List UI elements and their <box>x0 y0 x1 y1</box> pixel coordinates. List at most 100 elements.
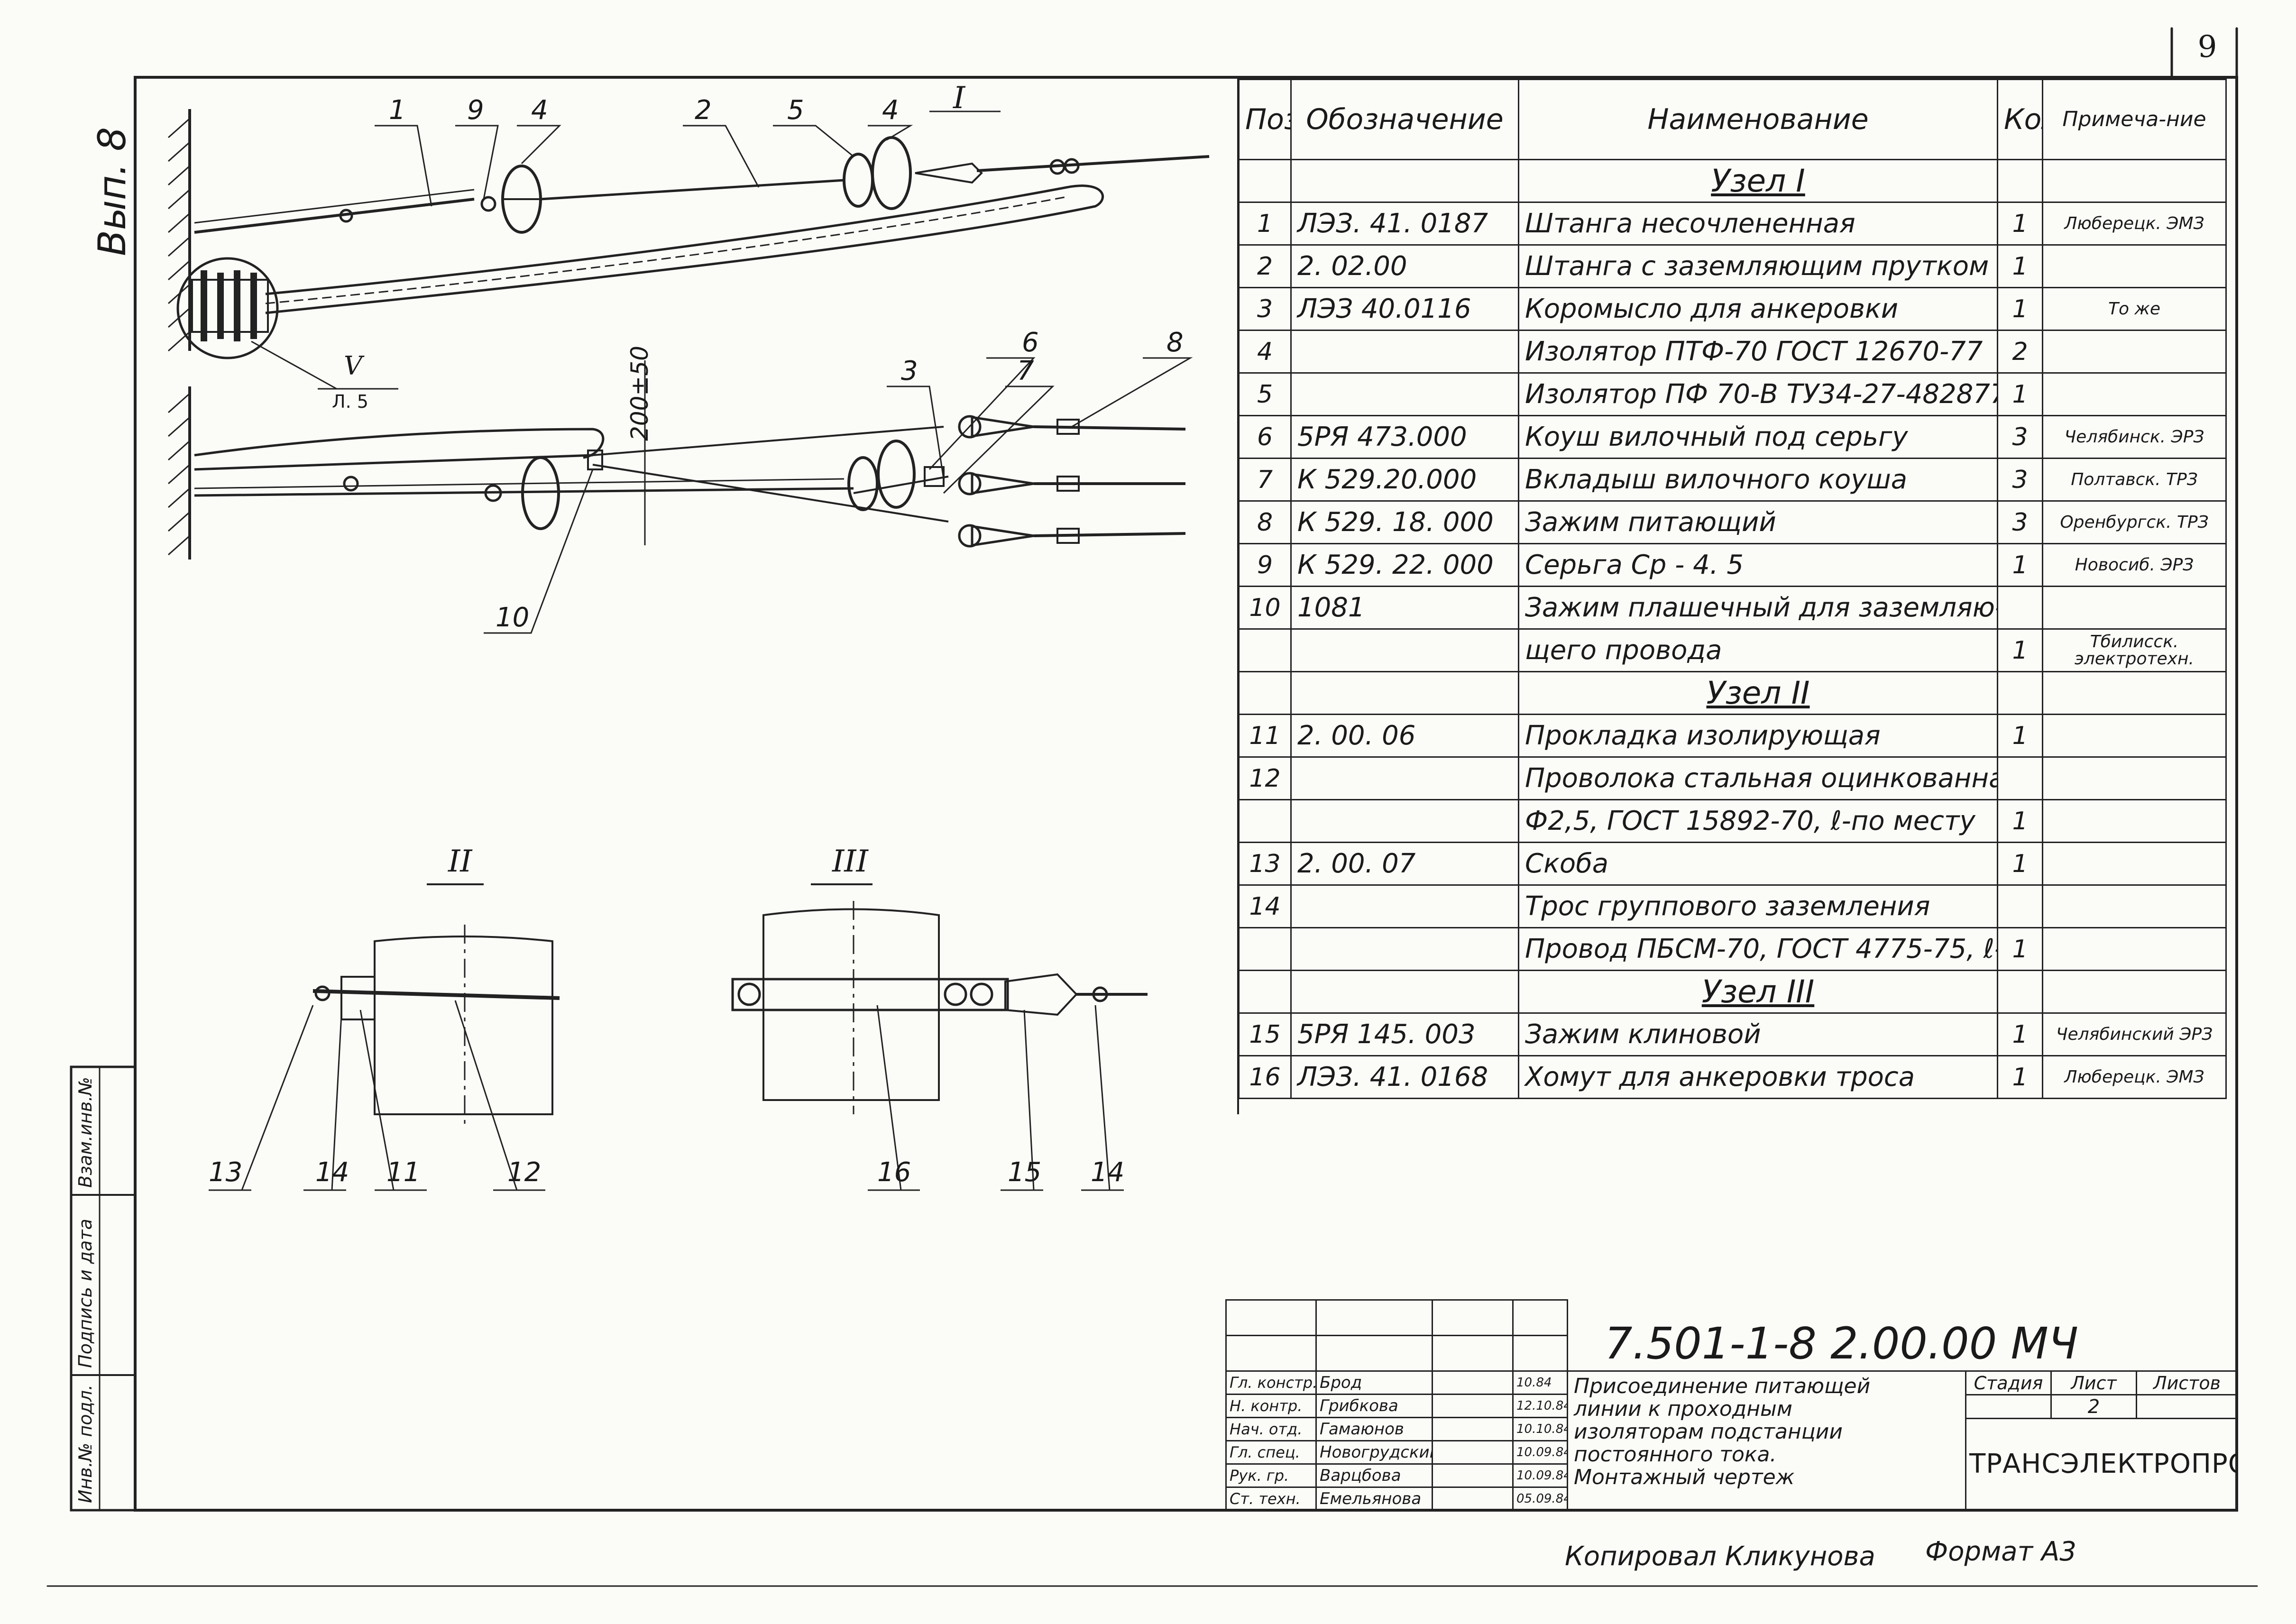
signature-role: Нач. отд. <box>1225 1417 1317 1441</box>
specification-table: Поз. Обозначение Наименование Кол. Приме… <box>1238 79 2227 1099</box>
spec-cell-designation <box>1290 799 1519 843</box>
spec-header-designation: Обозначение <box>1290 79 1519 160</box>
spec-cell-pos <box>1238 970 1292 1014</box>
callout-9: 9 <box>467 95 484 126</box>
spec-cell-name: Коуш вилочный под серьгу <box>1518 415 1998 459</box>
spec-cell-qty: 1 <box>1997 287 2043 331</box>
spec-cell-note: Люберецк. ЭМЗ <box>2042 202 2227 246</box>
spec-cell-qty <box>1997 159 2043 203</box>
callout-5: 5 <box>787 95 804 126</box>
signature-mark <box>1432 1417 1514 1441</box>
spec-cell-name: Хомут для анкеровки троса <box>1518 1055 1998 1099</box>
spec-cell-pos: 3 <box>1238 287 1292 331</box>
detail-ref-numeral: V <box>344 351 362 381</box>
callout-4b: 4 <box>882 95 899 126</box>
view-2-title: II <box>448 844 472 879</box>
spec-cell-pos <box>1238 799 1292 843</box>
spec-cell-note <box>2042 884 2227 928</box>
spec-cell-designation <box>1290 927 1519 971</box>
sheet-label: Лист <box>2050 1370 2137 1395</box>
spec-cell-designation: 2. 00. 06 <box>1290 714 1519 758</box>
spec-cell-pos: 10 <box>1238 586 1292 630</box>
spec-cell-note <box>2042 159 2227 203</box>
spec-cell-designation: ЛЭЗ. 41. 0168 <box>1290 1055 1519 1099</box>
spec-cell-designation <box>1290 628 1519 672</box>
spec-cell-designation: ЛЭЗ 40.0116 <box>1290 287 1519 331</box>
callout-6: 6 <box>1022 327 1039 358</box>
spec-cell-qty <box>1997 671 2043 715</box>
spec-cell-note: Тбилисск. электротехн. <box>2042 628 2227 672</box>
signature-name: Варцбова <box>1315 1463 1433 1488</box>
spec-header-qty: Кол. <box>1997 79 2043 160</box>
spec-node-row: Узел III <box>1238 970 2227 1014</box>
signature-date: 10.84 <box>1512 1370 1568 1395</box>
spec-cell-designation <box>1290 970 1519 1014</box>
sheets-value <box>2136 1394 2238 1419</box>
spec-cell-pos: 6 <box>1238 415 1292 459</box>
spec-cell-designation <box>1290 756 1519 800</box>
spec-cell-note <box>2042 756 2227 800</box>
spec-cell-designation <box>1290 330 1519 374</box>
callout-12: 12 <box>507 1157 542 1188</box>
spec-cell-qty: 1 <box>1997 372 2043 416</box>
spec-cell-note <box>2042 714 2227 758</box>
spec-cell-qty: 1 <box>1997 244 2043 288</box>
desc-line-1: Присоединение питающей <box>1574 1374 1871 1398</box>
signature-role: Гл. спец. <box>1225 1440 1317 1465</box>
signature-name: Брод <box>1315 1370 1433 1395</box>
spec-cell-qty: 1 <box>1997 714 2043 758</box>
spec-node-row: Узел II <box>1238 671 2227 715</box>
spec-cell-pos: 1 <box>1238 202 1292 246</box>
signature-role: Рук. гр. <box>1225 1463 1317 1488</box>
spec-cell-name: Ф2,5, ГОСТ 15892-70, ℓ-по месту <box>1518 799 1998 843</box>
spec-header-pos: Поз. <box>1238 79 1292 160</box>
callout-16: 16 <box>877 1157 911 1188</box>
signature-date: 12.10.84 <box>1512 1394 1568 1418</box>
spec-cell-qty <box>1997 884 2043 928</box>
signature-date: 05.09.84 <box>1512 1486 1568 1511</box>
signature-name: Гамаюнов <box>1315 1417 1433 1441</box>
spec-cell-pos: 4 <box>1238 330 1292 374</box>
callout-8: 8 <box>1166 327 1184 358</box>
spec-cell-qty: 1 <box>1997 927 2043 971</box>
spec-cell-note: Оренбургск. ТРЗ <box>2042 500 2227 544</box>
spec-cell-name: Вкладыш вилочного коуша <box>1518 458 1998 502</box>
spec-cell-name: Проволока стальная оцинкованная <box>1518 756 1998 800</box>
spec-cell-qty <box>1997 756 2043 800</box>
spec-cell-name: Серьга Ср - 4. 5 <box>1518 543 1998 587</box>
signature-name: Новогрудский <box>1315 1440 1433 1465</box>
spec-cell-name: Зажим питающий <box>1518 500 1998 544</box>
desc-line-4: постоянного тока. <box>1574 1442 1777 1467</box>
spec-cell-note <box>2042 372 2227 416</box>
spec-cell-designation <box>1290 372 1519 416</box>
binding-inv-label: Инв.№ подл. <box>75 1384 96 1503</box>
spec-cell-designation: К 529. 22. 000 <box>1290 543 1519 587</box>
title-description: Присоединение питающей линии к проходным… <box>1574 1375 1963 1489</box>
spec-cell-designation: К 529.20.000 <box>1290 458 1519 502</box>
view-3-title: III <box>832 844 868 879</box>
spec-node-title: Узел I <box>1518 159 1998 203</box>
spec-cell-qty: 2 <box>1997 330 2043 374</box>
copied-by: Копировал Кликунова <box>1565 1541 1875 1572</box>
callout-2: 2 <box>695 95 712 126</box>
desc-line-2: линии к проходным <box>1574 1397 1792 1421</box>
spec-cell-note <box>2042 799 2227 843</box>
spec-cell-name: щего провода <box>1518 628 1998 672</box>
view-1-title: I <box>953 81 965 116</box>
page-number: 9 <box>2197 29 2217 64</box>
